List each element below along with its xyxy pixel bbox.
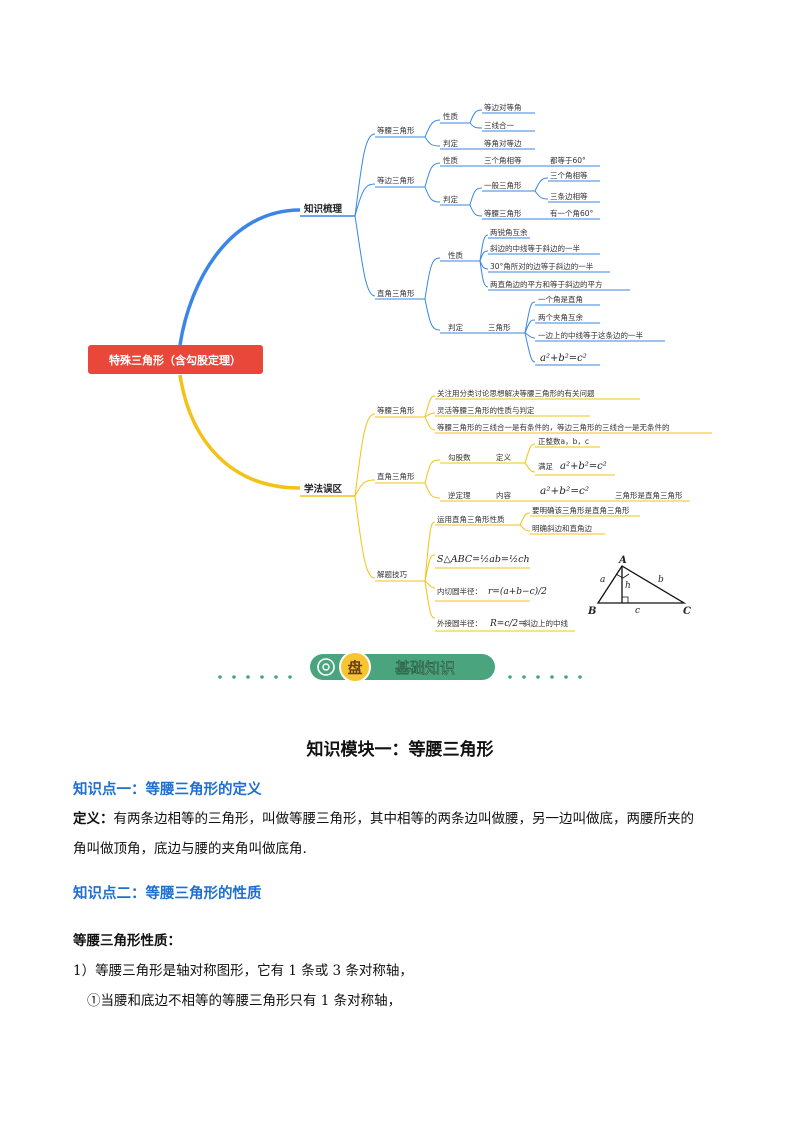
branch2-label: 学法误区: [304, 483, 343, 495]
branch-line-top: [178, 208, 301, 346]
leaf: 等角对等边: [484, 138, 522, 148]
leaf: 三个角相等: [484, 155, 522, 165]
knowledge-point-2-title: 知识点二：等腰三角形的性质: [73, 886, 262, 902]
node-right-judge: 判定: [448, 322, 463, 332]
banner-badge: 盘: [347, 659, 362, 677]
node-equilateral: 等边三角形: [377, 175, 415, 185]
definition-label: 定义：: [73, 811, 114, 827]
definition-line-2: 角叫做顶角，底边与腰的夹角叫做底角.: [73, 841, 307, 857]
branch-line-bottom: [178, 374, 301, 490]
pythagorean-formula: a²+b²=c²: [540, 353, 587, 364]
node-isosceles: 等腰三角形: [377, 125, 415, 135]
root-label: 特殊三角形（含勾股定理）: [109, 353, 241, 367]
leaf: 正整数a，b，c: [538, 436, 589, 446]
node-eq-prop: 性质: [443, 155, 458, 165]
node-tips: 解题技巧: [377, 569, 407, 579]
svg-text:b: b: [658, 575, 664, 585]
svg-text:c: c: [635, 606, 640, 616]
node-eq-judge: 判定: [443, 194, 458, 204]
node-right: 直角三角形: [377, 288, 415, 298]
definition-line-1: 有两条边相等的三角形，叫做等腰三角形，其中相等的两条边叫做腰，另一边叫做底，两腰…: [113, 811, 695, 827]
node-content: 内容: [496, 490, 511, 500]
leaf: 一边上的中线等于这条边的一半: [538, 330, 643, 340]
svg-text:a²+b²=c²: a²+b²=c²: [560, 461, 607, 472]
banner-text: 基础知识: [394, 659, 455, 677]
leaf: 明确斜边和直角边: [532, 523, 592, 533]
node-iso2: 等腰三角形: [377, 405, 415, 415]
leaf: 都等于60°: [550, 155, 586, 165]
leaf: 两个夹角互余: [538, 312, 583, 322]
section-banner: 盘 基础知识: [218, 651, 582, 683]
leaf: 30°角所对的边等于斜边的一半: [490, 261, 594, 271]
svg-text:C: C: [683, 606, 691, 617]
triangle-figure: A B C a b c h: [587, 555, 691, 617]
mind-map: 特殊三角形（含勾股定理） 知识梳理: [88, 102, 712, 632]
leaf: 两直角边的平方和等于斜边的平方: [490, 279, 603, 289]
node-iso-prop: 性质: [443, 111, 458, 121]
root-node: [88, 345, 263, 374]
node-def: 定义: [496, 452, 511, 462]
leaf: 有一个角60°: [550, 208, 594, 218]
node-right2: 直角三角形: [377, 471, 415, 481]
node-pyth: 勾股数: [448, 452, 471, 462]
svg-text:B: B: [587, 606, 596, 617]
circumradius-formula: R=c/2=: [489, 619, 526, 629]
leaf: 斜边上的中线: [523, 618, 568, 628]
leaf: 两锐角互余: [490, 227, 528, 237]
branch1-label: 知识梳理: [303, 203, 343, 215]
leaf: 满足: [538, 461, 553, 471]
leaf: 三角形: [488, 322, 511, 332]
node-iso-judge: 判定: [443, 138, 458, 148]
leaf: 内切圆半径：: [437, 586, 482, 596]
leaf: 运用直角三角形性质: [437, 514, 505, 524]
leaf: 关注用分类讨论思想解决等腰三角形的有关问题: [437, 388, 595, 398]
properties-block: 等腰三角形性质： 1）等腰三角形是轴对称图形，它有 1 条或 3 条对称轴， ①…: [73, 926, 733, 1016]
inradius-formula: r=(a+b−c)/2: [488, 586, 547, 597]
leaf: 一个角是直角: [538, 294, 583, 304]
leaf: 等腰三角形的三线合一是有条件的，等边三角形的三线合一是无条件的: [437, 422, 670, 432]
leaf: 三角形是直角三角形: [615, 490, 683, 500]
definition-paragraph: 定义：有两条边相等的三角形，叫做等腰三角形，其中相等的两条边叫做腰，另一边叫做底…: [73, 804, 733, 864]
leaf: 外接圆半径：: [437, 618, 482, 628]
area-formula: S△ABC=½ab=½ch: [437, 554, 530, 565]
properties-heading: 等腰三角形性质：: [73, 933, 181, 949]
leaf: 三条边相等: [550, 191, 588, 201]
leaf: 灵活等腰三角形的性质与判定: [437, 405, 535, 415]
target-icon: [317, 658, 335, 676]
leaf: 三线合一: [484, 120, 514, 130]
leaf: 等边对等角: [484, 102, 522, 112]
svg-text:a: a: [600, 575, 605, 585]
leaf: 三个角相等: [550, 170, 588, 180]
property-line-2: ①当腰和底边不相等的等腰三角形只有 1 条对称轴，: [87, 993, 402, 1009]
svg-text:a²+b²=c²: a²+b²=c²: [540, 485, 589, 497]
leaf: 斜边的中线等于斜边的一半: [490, 243, 580, 253]
leaf: 等腰三角形: [484, 208, 522, 218]
leaf: 一般三角形: [484, 180, 522, 190]
svg-text:A: A: [618, 555, 627, 566]
node-right-prop: 性质: [448, 250, 463, 260]
node-converse: 逆定理: [448, 490, 471, 500]
knowledge-point-1-title: 知识点一：等腰三角形的定义: [73, 782, 262, 798]
property-line-1: 1）等腰三角形是轴对称图形，它有 1 条或 3 条对称轴，: [73, 963, 413, 979]
leaf: 要明确该三角形是直角三角形: [532, 505, 630, 515]
module-title: 知识模块一：等腰三角形: [306, 740, 494, 760]
svg-text:h: h: [625, 581, 631, 591]
